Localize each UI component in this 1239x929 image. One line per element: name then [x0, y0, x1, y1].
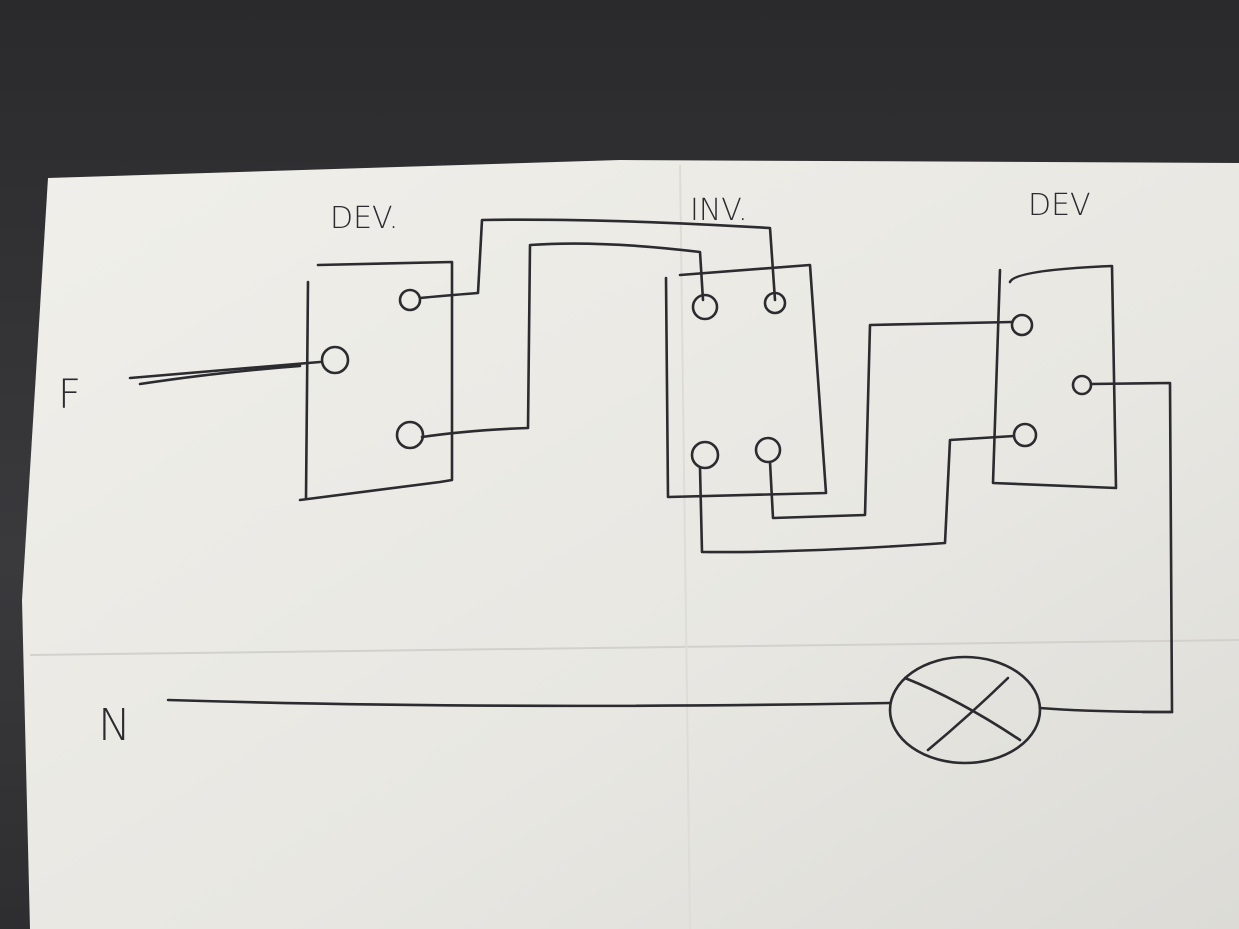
label-phase: F — [58, 372, 81, 418]
paper-sheet — [22, 160, 1239, 929]
wires — [128, 218, 1174, 714]
label-neutral: N — [98, 700, 131, 751]
switch-left — [298, 260, 454, 502]
label-dev-left: DEV. — [330, 201, 398, 236]
label-inv: INV. — [690, 193, 747, 228]
paper-fold — [29, 639, 1239, 656]
label-dev-right: DEV — [1028, 188, 1091, 223]
terminal — [395, 420, 425, 450]
terminal — [320, 345, 350, 375]
paper-fold-vertical — [679, 164, 691, 929]
terminal — [398, 288, 422, 312]
lamp-icon — [888, 655, 1042, 765]
